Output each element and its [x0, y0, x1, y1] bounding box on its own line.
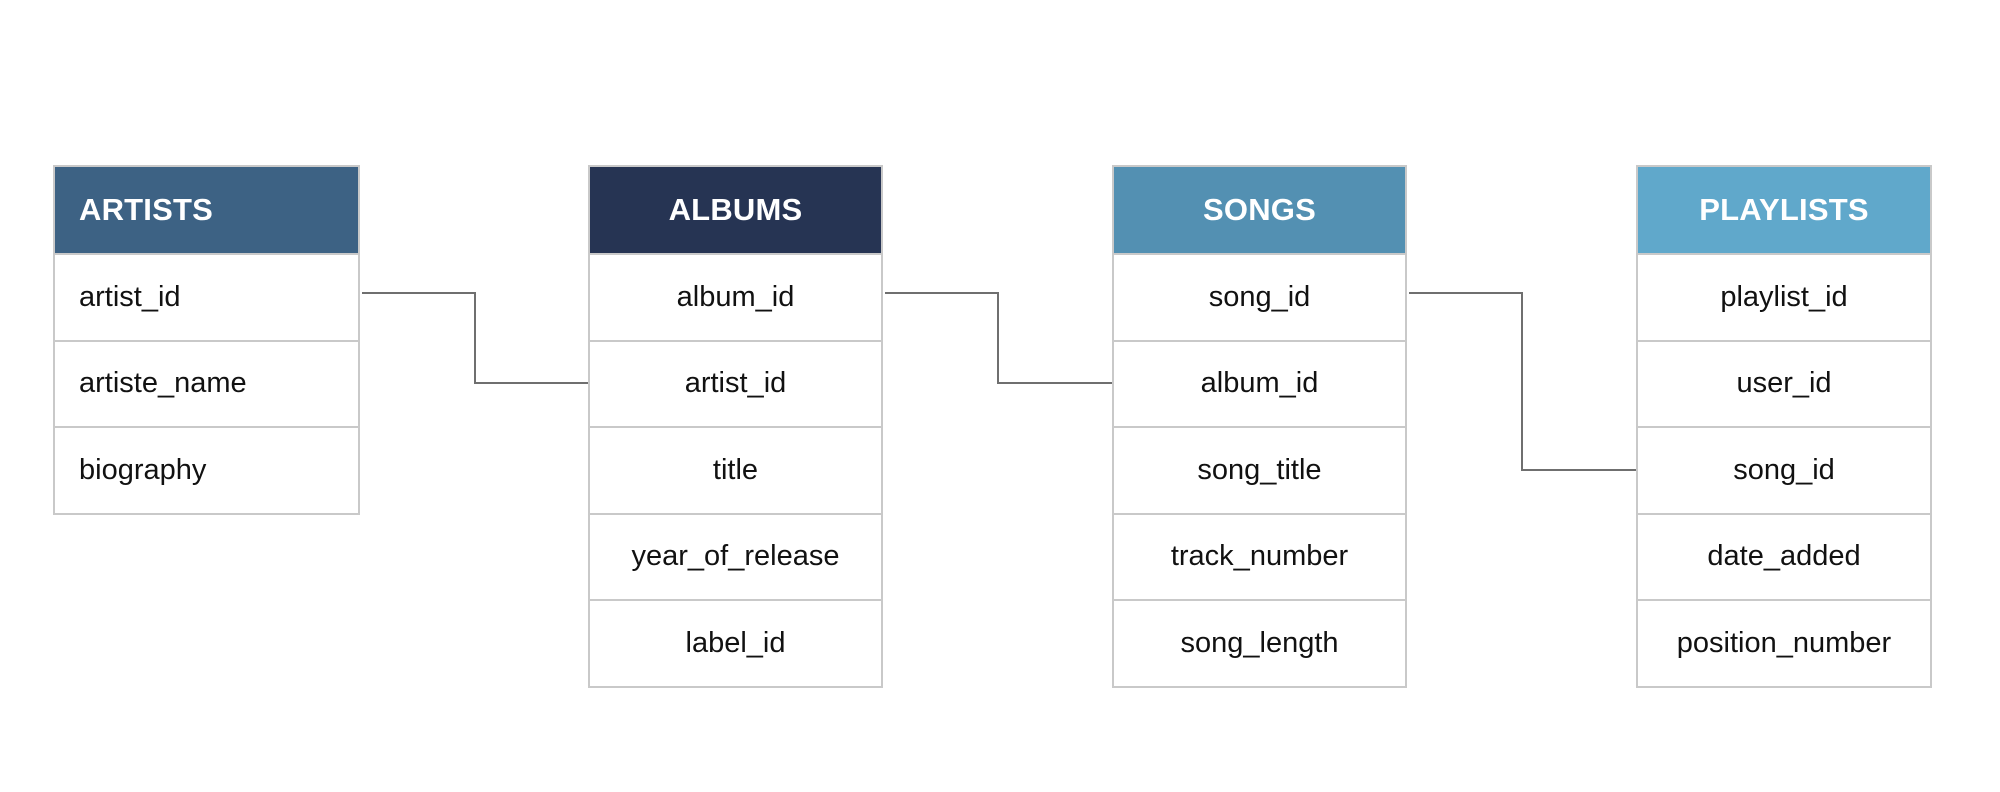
field-position-number: position_number — [1638, 599, 1930, 686]
field-track-number: track_number — [1114, 512, 1405, 600]
field-album-id: album_id — [1114, 339, 1405, 427]
table-artists: ARTISTS artist_id artiste_name biography — [53, 165, 360, 515]
field-song-length: song_length — [1114, 599, 1405, 686]
relationship-songs-playlists — [1409, 292, 1636, 471]
field-song-id: song_id — [1638, 426, 1930, 513]
field-user-id: user_id — [1638, 339, 1930, 427]
table-albums: ALBUMS album_id artist_id title year_of_… — [588, 165, 883, 688]
relationship-albums-songs — [885, 292, 1112, 384]
field-title: title — [590, 426, 881, 513]
table-header-songs: SONGS — [1114, 167, 1405, 253]
field-artiste-name: artiste_name — [55, 339, 358, 427]
field-song-title: song_title — [1114, 426, 1405, 513]
relationship-artists-albums — [362, 292, 588, 384]
field-artist-id: artist_id — [590, 339, 881, 427]
field-label-id: label_id — [590, 599, 881, 686]
table-playlists: PLAYLISTS playlist_id user_id song_id da… — [1636, 165, 1932, 688]
field-date-added: date_added — [1638, 512, 1930, 600]
field-playlist-id: playlist_id — [1638, 253, 1930, 340]
field-album-id: album_id — [590, 253, 881, 340]
table-header-artists: ARTISTS — [55, 167, 358, 253]
table-header-albums: ALBUMS — [590, 167, 881, 253]
field-year-of-release: year_of_release — [590, 512, 881, 600]
field-artist-id: artist_id — [55, 253, 358, 340]
table-songs: SONGS song_id album_id song_title track_… — [1112, 165, 1407, 688]
field-biography: biography — [55, 426, 358, 513]
field-song-id: song_id — [1114, 253, 1405, 340]
table-header-playlists: PLAYLISTS — [1638, 167, 1930, 253]
